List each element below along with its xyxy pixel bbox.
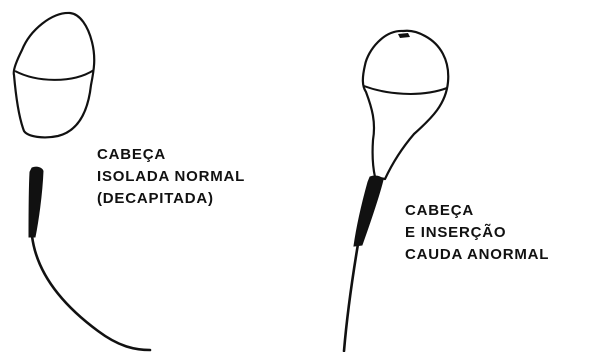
left-caption-line-3: (DECAPITADA) [97, 188, 245, 210]
left-caption-line-2: ISOLADA NORMAL [97, 166, 245, 188]
right-head-tip-mark [398, 33, 410, 38]
left-caption-line-1: CABEÇA [97, 144, 245, 166]
left-specimen-caption: CABEÇA ISOLADA NORMAL (DECAPITADA) [97, 144, 245, 210]
left-tail [32, 236, 150, 350]
right-caption-line-3: CAUDA ANORMAL [405, 244, 549, 266]
right-head-outline [363, 31, 448, 179]
right-specimen-caption: CABEÇA E INSERÇÃO CAUDA ANORMAL [405, 200, 549, 266]
right-caption-line-2: E INSERÇÃO [405, 222, 549, 244]
right-head-acrosome-line [364, 86, 447, 94]
left-detached-midpiece [29, 167, 43, 237]
right-specimen [344, 31, 448, 351]
left-head-acrosome-line [15, 70, 94, 80]
right-midpiece [354, 176, 383, 246]
right-caption-line-1: CABEÇA [405, 200, 549, 222]
right-tail [344, 244, 358, 351]
